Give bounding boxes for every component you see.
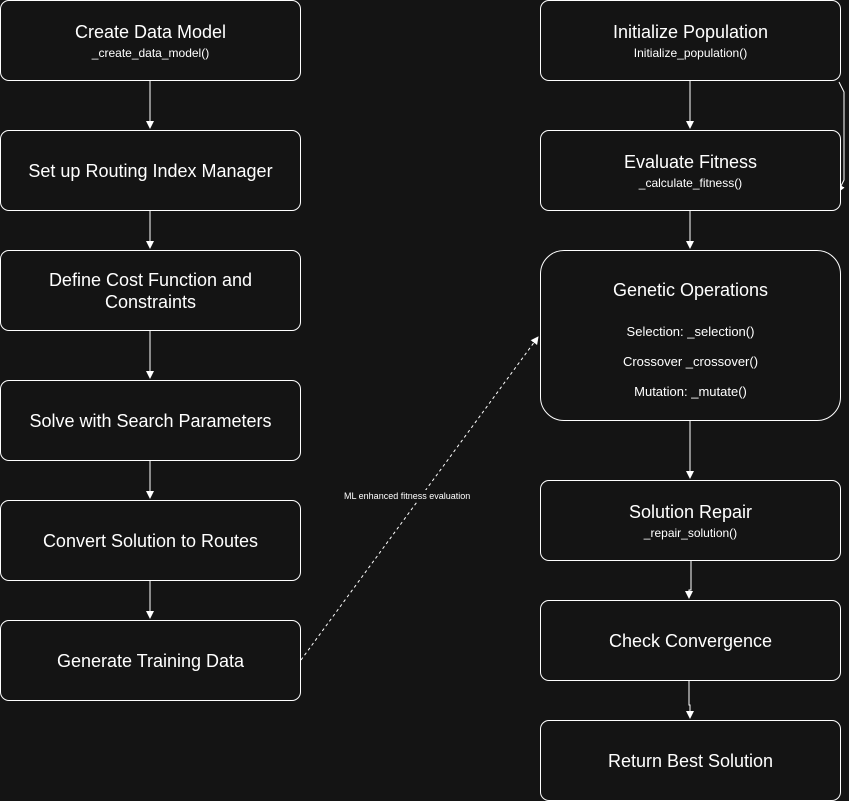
operation-crossover: Crossover _crossover()	[622, 354, 759, 369]
node-return-best-solution[interactable]: Return Best Solution	[540, 720, 841, 801]
node-title: Return Best Solution	[607, 750, 774, 771]
node-title: Generate Training Data	[56, 650, 245, 671]
node-title: Set up Routing Index Manager	[28, 160, 273, 181]
node-title-line-1: Define Cost Function and	[48, 269, 253, 290]
node-initialize-population[interactable]: Initialize Population Initialize_populat…	[540, 0, 841, 81]
node-generate-training-data[interactable]: Generate Training Data	[0, 620, 301, 701]
operation-selection: Selection: _selection()	[626, 324, 755, 339]
node-solution-repair[interactable]: Solution Repair _repair_solution()	[540, 480, 841, 561]
arrow-convergence-to-return	[686, 681, 694, 719]
node-subtitle: _repair_solution()	[643, 525, 738, 540]
operation-mutation: Mutation: _mutate()	[634, 384, 747, 399]
edge-label-ml: ML enhanced fitness evaluation	[342, 490, 473, 502]
node-convert-solution[interactable]: Convert Solution to Routes	[0, 500, 301, 581]
node-solve-search-parameters[interactable]: Solve with Search Parameters	[0, 380, 301, 461]
node-title: Solution Repair	[628, 501, 753, 522]
node-check-convergence[interactable]: Check Convergence	[540, 600, 841, 681]
node-cost-function[interactable]: Define Cost Function and Constraints	[0, 250, 301, 331]
node-title: Evaluate Fitness	[623, 151, 758, 172]
node-title: Convert Solution to Routes	[42, 530, 259, 551]
node-title-line-2: Constraints	[104, 291, 197, 312]
node-genetic-operations[interactable]: Genetic Operations Selection: _selection…	[540, 250, 841, 421]
node-title: Genetic Operations	[612, 280, 769, 300]
node-title: Solve with Search Parameters	[29, 410, 272, 431]
node-title: Create Data Model	[74, 21, 227, 42]
node-subtitle: Initialize_population()	[633, 45, 748, 60]
node-title: Check Convergence	[608, 630, 773, 651]
node-subtitle: _calculate_fitness()	[638, 175, 743, 190]
node-create-data-model[interactable]: Create Data Model _create_data_model()	[0, 0, 301, 81]
node-evaluate-fitness[interactable]: Evaluate Fitness _calculate_fitness()	[540, 130, 841, 211]
node-subtitle: _create_data_model()	[91, 45, 210, 60]
node-title: Initialize Population	[612, 21, 769, 42]
arrow-repair-to-convergence	[685, 561, 693, 599]
node-routing-index-manager[interactable]: Set up Routing Index Manager	[0, 130, 301, 211]
